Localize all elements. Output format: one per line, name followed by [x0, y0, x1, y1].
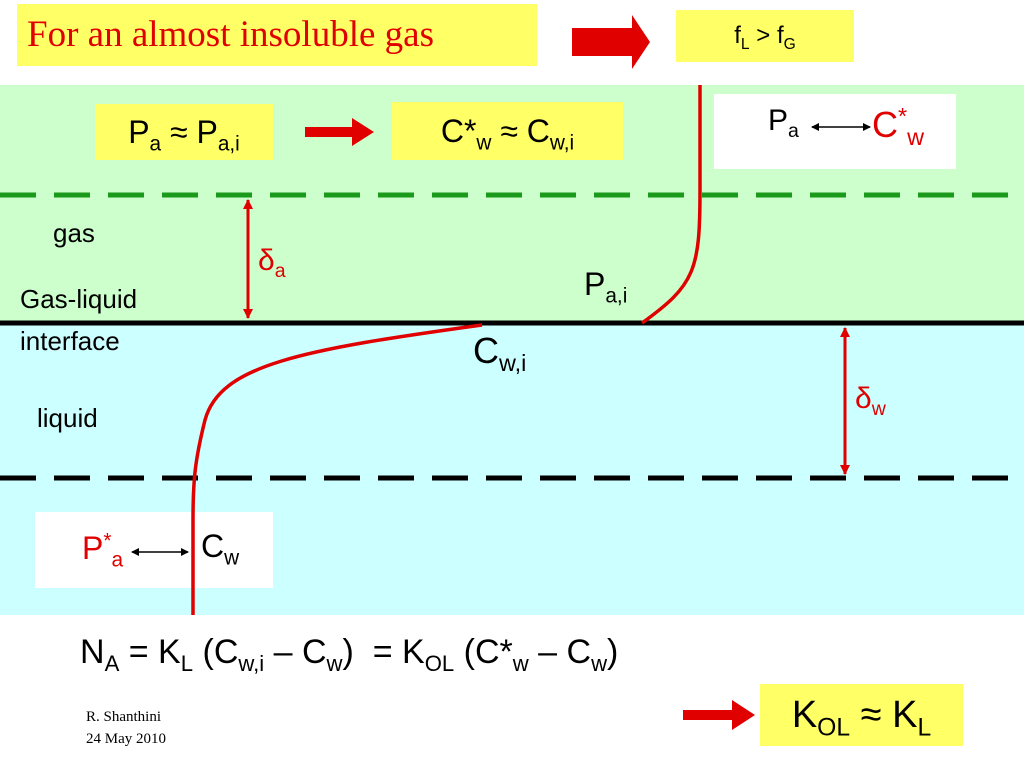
delta-w-label: δw — [855, 382, 886, 420]
interface-label-line1: Gas-liquid — [20, 284, 138, 314]
equilibrium-box-gas — [714, 94, 956, 169]
conclusion-box: KOL ≈ KL — [760, 684, 963, 746]
cwi-label: Cw,i — [473, 330, 527, 377]
footer-date: 24 May 2010 — [86, 731, 166, 747]
interface-label-line2: interface — [20, 326, 120, 356]
pstar-a-label: P*a — [82, 529, 124, 572]
gas-label: gas — [53, 218, 95, 248]
cstar-w-label: C*w — [872, 103, 925, 151]
liquid-side-profile-curve — [191, 323, 483, 615]
liquid-concentration-equation: C*w ≈ Cw,i — [392, 102, 623, 160]
flux-equation: NA = KL (Cw,i – Cw) = KOL (C*w – Cw) — [80, 633, 619, 676]
cw-label: Cw — [201, 528, 240, 570]
condition-box: fL > fG — [676, 10, 854, 62]
title-arrow-icon — [572, 15, 650, 69]
gas-pressure-equation: Pa ≈ Pa,i — [95, 104, 273, 160]
pa-label: Pa — [768, 104, 799, 142]
footer-author: R. Shanthini — [86, 709, 162, 725]
delta-a-label: δa — [258, 244, 286, 282]
liquid-label: liquid — [37, 403, 98, 433]
slide-title: For an almost insoluble gas — [17, 4, 537, 66]
gas-side-profile-curve — [640, 85, 702, 325]
conclusion-arrow-icon — [683, 700, 755, 730]
fg-symbol: f — [776, 22, 784, 49]
implies-arrow-icon — [305, 118, 374, 146]
pai-label: Pa,i — [584, 266, 628, 308]
fl-symbol: f — [734, 22, 741, 49]
